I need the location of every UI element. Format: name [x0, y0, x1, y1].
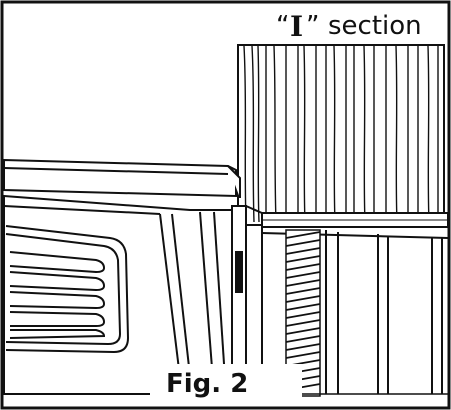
ac-unit-top-cover — [4, 160, 240, 198]
section-quote-close: ” — [306, 11, 319, 41]
section-letter: I — [290, 10, 303, 43]
i-section-panel — [238, 45, 448, 227]
figure-caption: Fig. 2 — [166, 369, 248, 399]
section-quote-open: “ — [276, 11, 289, 41]
section-word: section — [328, 11, 422, 41]
